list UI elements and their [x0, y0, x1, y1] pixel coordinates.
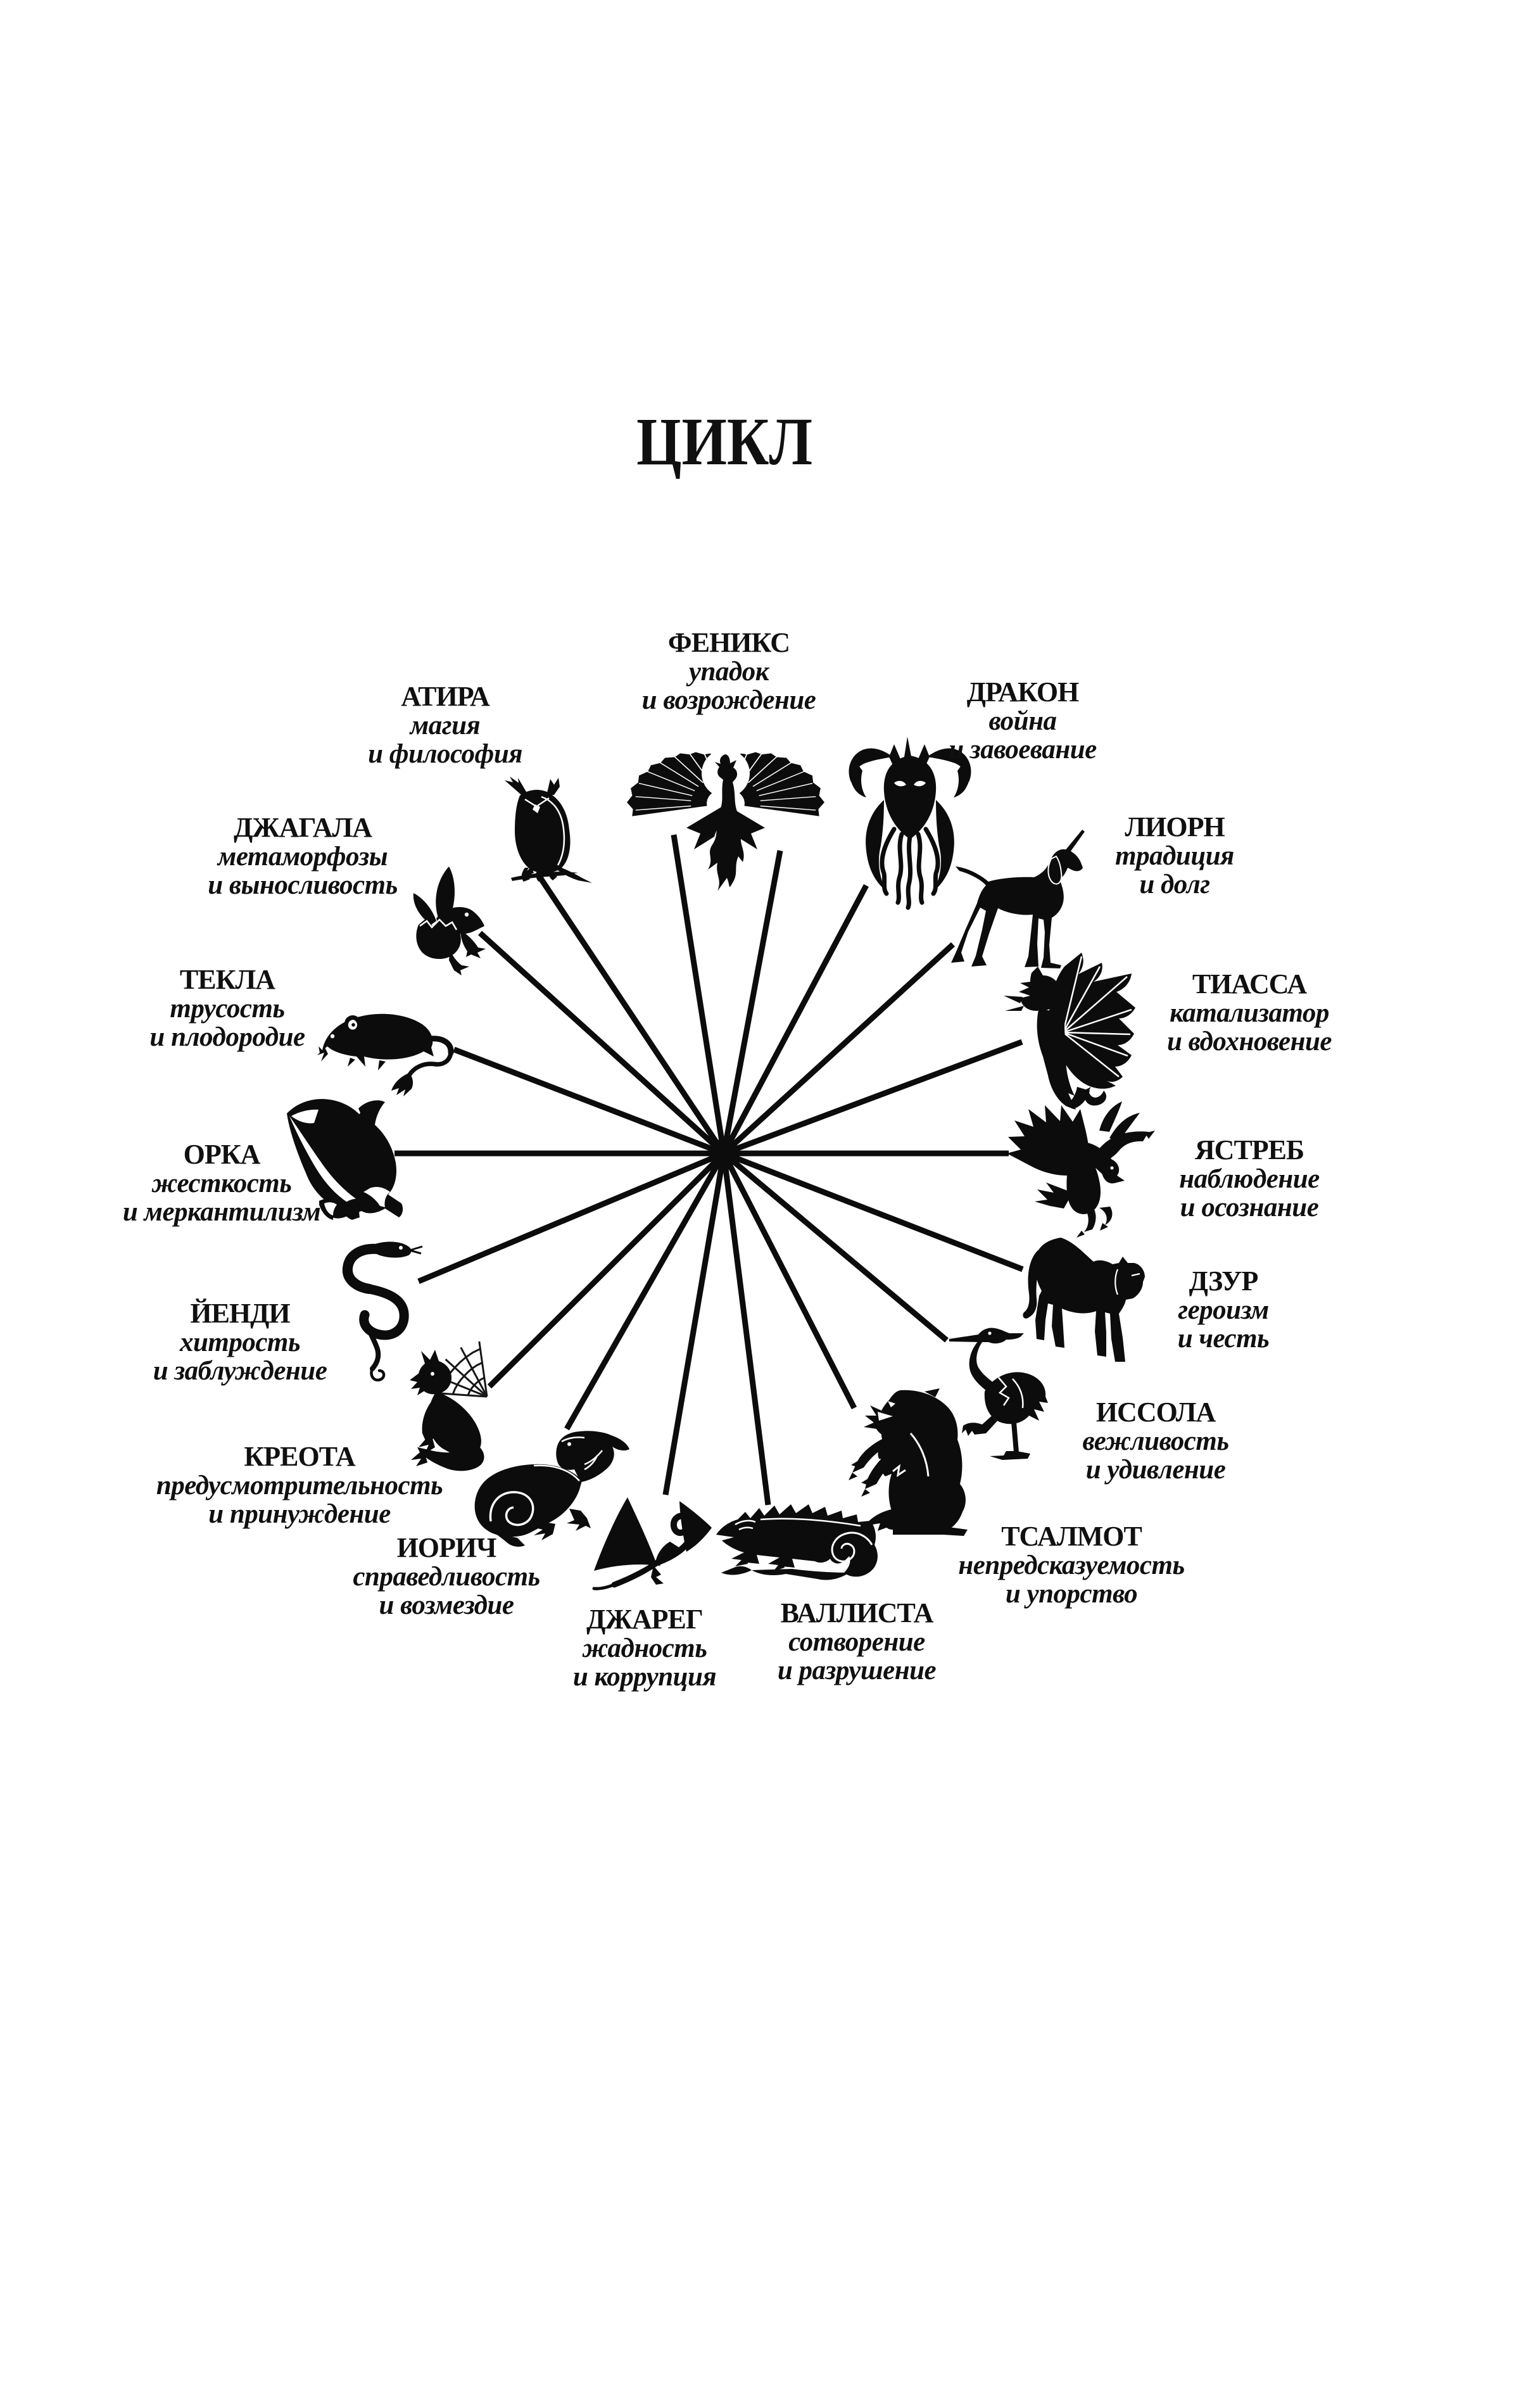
svg-text:наблюдение: наблюдение — [1179, 1164, 1320, 1194]
svg-text:и выносливость: и выносливость — [208, 870, 397, 900]
svg-text:ЙЕНДИ: ЙЕНДИ — [190, 1298, 290, 1329]
svg-text:жадность: жадность — [582, 1633, 707, 1663]
svg-text:и возмездие: и возмездие — [379, 1590, 514, 1620]
svg-text:сотворение: сотворение — [788, 1627, 925, 1657]
svg-text:ЦИКЛ: ЦИКЛ — [636, 405, 812, 479]
svg-text:ТСАЛМОТ: ТСАЛМОТ — [1001, 1521, 1142, 1552]
svg-text:ДРАКОН: ДРАКОН — [967, 676, 1079, 707]
svg-text:и честь: и честь — [1178, 1324, 1269, 1354]
svg-text:и заблуждение: и заблуждение — [153, 1356, 327, 1386]
svg-text:и долг: и долг — [1139, 870, 1209, 899]
svg-text:ТЕКЛА: ТЕКЛА — [180, 964, 275, 995]
svg-text:трусость: трусость — [170, 994, 284, 1024]
svg-text:хитрость: хитрость — [179, 1328, 300, 1357]
svg-text:АТИРА: АТИРА — [401, 681, 490, 712]
svg-text:ОРКА: ОРКА — [184, 1139, 261, 1170]
svg-text:и принуждение: и принуждение — [208, 1499, 391, 1529]
svg-text:и разрушение: и разрушение — [778, 1656, 937, 1685]
svg-text:героизм: героизм — [1178, 1295, 1269, 1325]
svg-text:вежливость: вежливость — [1083, 1426, 1229, 1456]
svg-text:война: война — [989, 706, 1057, 736]
svg-text:предусмотрительность: предусмотрительность — [156, 1471, 443, 1500]
svg-text:и осознание: и осознание — [1180, 1193, 1319, 1222]
svg-text:и меркантилизм: и меркантилизм — [123, 1197, 320, 1227]
svg-text:ИОРИЧ: ИОРИЧ — [397, 1532, 497, 1563]
svg-text:ДЗУР: ДЗУР — [1189, 1265, 1258, 1297]
svg-text:непредсказуемость: непредсказуемость — [958, 1551, 1184, 1580]
svg-text:и плодородие: и плодородие — [149, 1022, 305, 1052]
svg-text:жесткость: жесткость — [151, 1169, 292, 1198]
svg-text:ФЕНИКС: ФЕНИКС — [668, 627, 790, 658]
svg-text:ЛИОРН: ЛИОРН — [1125, 811, 1225, 842]
svg-text:справедливость: справедливость — [353, 1562, 540, 1592]
svg-text:ЯСТРЕБ: ЯСТРЕБ — [1195, 1134, 1304, 1165]
svg-text:и философия: и философия — [368, 739, 522, 769]
svg-text:и упорство: и упорство — [1006, 1579, 1137, 1609]
svg-text:и удивление: и удивление — [1086, 1455, 1226, 1485]
svg-text:и коррупция: и коррупция — [573, 1662, 716, 1692]
svg-text:ДЖАРЕГ: ДЖАРЕГ — [586, 1604, 703, 1635]
svg-text:ВАЛЛИСТА: ВАЛЛИСТА — [781, 1597, 934, 1628]
svg-text:и завоевание: и завоевание — [949, 735, 1097, 764]
svg-text:традиция: традиция — [1115, 841, 1234, 871]
svg-text:магия: магия — [409, 711, 480, 740]
svg-text:ДЖАГАЛА: ДЖАГАЛА — [234, 812, 372, 843]
svg-text:упадок: упадок — [686, 657, 770, 687]
svg-text:катализатор: катализатор — [1170, 998, 1329, 1028]
svg-text:КРЕОТА: КРЕОТА — [244, 1441, 356, 1472]
svg-text:и возрождение: и возрождение — [642, 685, 816, 715]
svg-text:метаморфозы: метаморфозы — [217, 842, 388, 872]
svg-text:ИССОЛА: ИССОЛА — [1096, 1397, 1216, 1428]
svg-text:и вдохновение: и вдохновение — [1167, 1027, 1332, 1056]
svg-text:ТИАССА: ТИАССА — [1192, 968, 1308, 999]
